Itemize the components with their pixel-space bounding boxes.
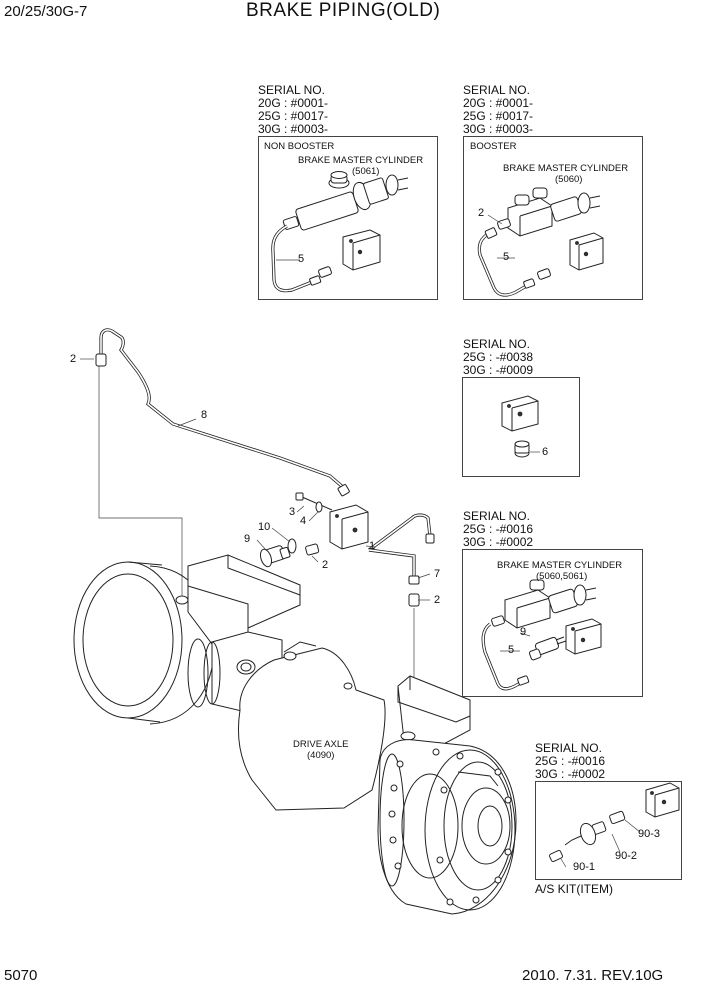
callout-90-3: 90-3: [638, 828, 661, 840]
serial-line: 25G : -#0016: [463, 522, 534, 536]
callout-90-2: 90-2: [615, 850, 638, 862]
page-number: 5070: [4, 967, 38, 984]
serial-line: 25G : #0017-: [463, 109, 534, 123]
non-booster-drawing: [271, 171, 409, 293]
axle-label: DRIVE AXLE: [293, 739, 349, 750]
serial-line: 30G : #0003-: [258, 122, 329, 136]
callout-2: 2: [434, 594, 441, 606]
switch-inset-frame: [462, 549, 643, 697]
component-ref: (5060): [555, 174, 583, 185]
serial-line: 25G : #0017-: [258, 109, 329, 123]
serial-line: 30G : -#0002: [535, 767, 606, 781]
component-label: BRAKE MASTER CYLINDER: [503, 163, 629, 174]
callout-2: 2: [70, 353, 77, 365]
as-kit-drawing: [549, 782, 680, 868]
kit-inset-frame: [535, 781, 682, 880]
callout-4: 4: [300, 515, 307, 527]
inset-label: BOOSTER: [470, 141, 517, 152]
page-title: BRAKE PIPING(OLD): [246, 0, 441, 21]
inset-label: NON BOOSTER: [264, 141, 335, 152]
serial-line: 30G : -#0002: [463, 535, 534, 549]
callout-5: 5: [298, 253, 305, 265]
axle-ref: (4090): [307, 750, 335, 761]
revision-date: 2010. 7.31. REV.10G: [522, 967, 664, 984]
main-assembly-drawing: [73, 328, 517, 915]
callout-6: 6: [542, 446, 549, 458]
serial-line: 20G : #0001-: [463, 96, 534, 110]
serial-heading: SERIAL NO.: [535, 741, 602, 755]
callout-9: 9: [520, 626, 527, 638]
non-booster-inset-frame: [258, 136, 438, 300]
component-label: BRAKE MASTER CYLINDER: [497, 560, 623, 571]
serial-line: 30G : -#0009: [463, 363, 534, 377]
kit-caption: A/S KIT(ITEM): [535, 882, 613, 896]
component-ref: (5061): [352, 166, 380, 177]
component-ref: (5060,5061): [536, 571, 588, 582]
booster-inset-frame: [463, 136, 643, 300]
callout-5: 5: [508, 644, 515, 656]
callout-9: 9: [244, 533, 251, 545]
callout-1: 1: [369, 540, 376, 552]
switch-version-drawing: [481, 579, 602, 691]
callout-2: 2: [322, 559, 329, 571]
callout-5: 5: [503, 251, 510, 263]
serial-heading: SERIAL NO.: [463, 337, 530, 351]
callout-8: 8: [201, 409, 208, 421]
component-label: BRAKE MASTER CYLINDER: [298, 155, 424, 166]
block-inset-frame: [462, 377, 580, 477]
serial-heading: SERIAL NO.: [258, 83, 325, 97]
booster-drawing: [477, 187, 604, 297]
block-plug-drawing: [501, 395, 540, 458]
model-code: 20/25/30G-7: [4, 3, 88, 20]
callout-10: 10: [258, 521, 271, 533]
serial-line: 30G : #0003-: [463, 122, 534, 136]
callout-90-1: 90-1: [573, 861, 596, 873]
callout-2: 2: [478, 207, 485, 219]
serial-line: 25G : -#0016: [535, 754, 606, 768]
serial-heading: SERIAL NO.: [463, 509, 530, 523]
callout-7: 7: [434, 568, 441, 580]
callout-3: 3: [289, 506, 296, 518]
serial-heading: SERIAL NO.: [463, 83, 530, 97]
serial-line: 25G : -#0038: [463, 350, 534, 364]
serial-line: 20G : #0001-: [258, 96, 329, 110]
